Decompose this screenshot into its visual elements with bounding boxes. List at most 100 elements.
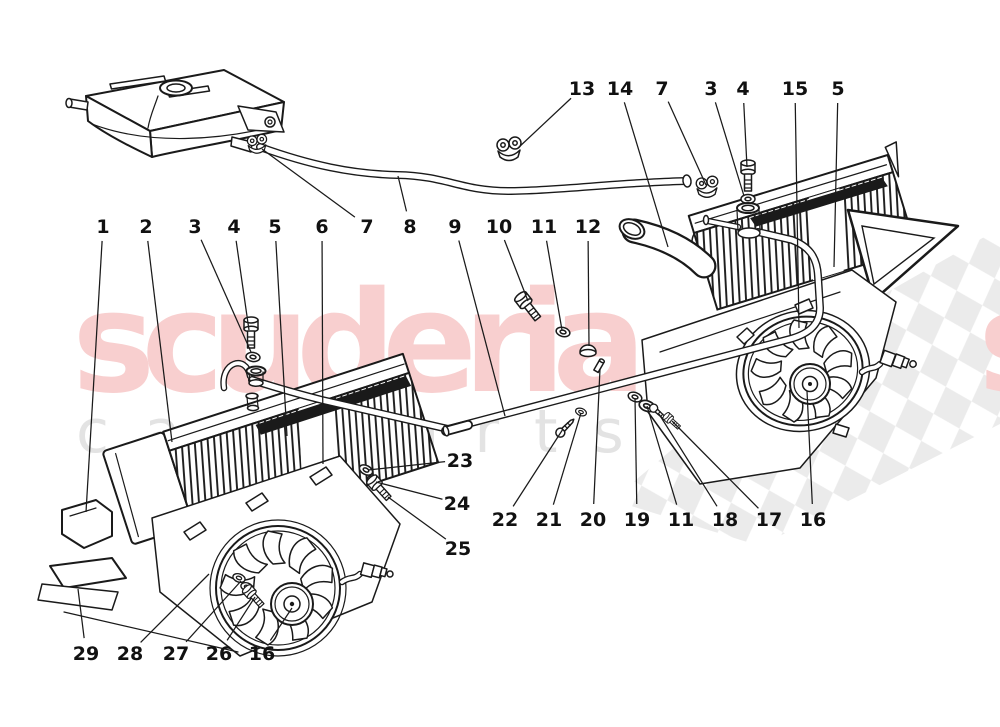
leader-line — [200, 239, 252, 353]
leader-line — [275, 240, 288, 437]
tank-side-face — [85, 95, 153, 158]
leader-line — [552, 412, 582, 505]
callout-3: 3 — [704, 78, 717, 100]
callout-11: 11 — [531, 216, 557, 238]
fan-mount-tab — [736, 327, 755, 345]
hose-end — [682, 174, 692, 188]
left-electro-fan — [209, 519, 347, 657]
filler-neck-base — [737, 227, 761, 239]
leader-line — [587, 240, 590, 347]
leader-line — [517, 97, 572, 149]
thermo-switch-left — [338, 562, 394, 586]
callout-9: 9 — [448, 216, 461, 238]
leader-line — [634, 397, 638, 505]
callout-7: 7 — [360, 216, 373, 238]
callout-17: 17 — [756, 509, 782, 531]
pipe-core — [249, 229, 823, 432]
bracket-plate — [37, 583, 119, 611]
callout-25: 25 — [445, 538, 471, 560]
leader-line — [512, 428, 564, 507]
callout-10: 10 — [486, 216, 512, 238]
callout-2: 2 — [139, 216, 152, 238]
fan-rim-inner — [747, 320, 859, 422]
leader-line — [646, 405, 678, 505]
leader-line — [261, 148, 356, 218]
callout-23: 23 — [447, 450, 473, 472]
left-filler-cap-inner — [250, 368, 262, 374]
hose-core — [257, 144, 689, 194]
leader-line — [714, 102, 745, 197]
branch-end — [702, 214, 710, 226]
leader-line — [667, 101, 707, 186]
callout-15: 15 — [782, 78, 808, 100]
right-filler-assembly — [702, 159, 761, 239]
callout-29: 29 — [73, 643, 99, 665]
callout-7: 7 — [655, 78, 668, 100]
shroud-tab — [309, 466, 333, 486]
tank-nipple-end — [65, 97, 73, 109]
fan-hub-dot — [289, 601, 295, 607]
fan-hub-ring — [274, 586, 310, 622]
leader-line — [185, 580, 242, 643]
switch-wire — [860, 362, 882, 374]
leader-line — [387, 496, 447, 540]
callout-13: 13 — [569, 78, 595, 100]
fan-mount-tab — [832, 423, 850, 438]
filler-neck — [736, 209, 761, 232]
overflow-hose — [256, 143, 692, 196]
callout-1: 1 — [96, 216, 109, 238]
left-filler-neck — [248, 371, 264, 383]
switch-tip — [909, 360, 917, 368]
thermo-switch-right — [858, 349, 917, 376]
tank-bracket-hole — [264, 116, 276, 128]
leader-line — [623, 102, 669, 248]
callout-4: 4 — [227, 216, 240, 238]
callout-5: 5 — [831, 78, 844, 100]
tank-cap-inner — [166, 83, 186, 93]
bolt-4b — [740, 159, 756, 192]
leader-line — [140, 573, 210, 643]
callout-16: 16 — [800, 509, 826, 531]
leader-line — [593, 368, 601, 505]
radiator-inlet-hose — [618, 218, 717, 279]
hose-clamp-13 — [496, 136, 522, 162]
grommet-12 — [579, 344, 597, 358]
leader-line — [545, 240, 563, 331]
fan-hub-ring — [793, 367, 827, 401]
leader-lines — [77, 97, 839, 643]
leader-line — [375, 481, 443, 500]
top-tank-line — [694, 164, 888, 224]
callout-18: 18 — [712, 509, 738, 531]
radiator-bracket-lower — [49, 557, 127, 589]
tank-inner-tube — [147, 95, 159, 129]
watermark-brand-partial: scuderia — [978, 262, 1000, 425]
radiator-bracket-upper — [61, 499, 113, 549]
callout-16: 16 — [249, 643, 275, 665]
leader-line — [397, 175, 408, 212]
core-top-channel — [750, 177, 888, 227]
tank-slot — [109, 75, 167, 90]
leader-line — [833, 102, 839, 268]
pin-20 — [593, 358, 606, 374]
switch-thread — [900, 356, 910, 369]
fasteners — [231, 289, 683, 610]
fan-mount-tab — [794, 298, 814, 315]
leader-line — [77, 588, 85, 639]
callout-11: 11 — [668, 509, 694, 531]
leader-line — [147, 240, 173, 443]
callout-6: 6 — [315, 216, 328, 238]
switch-wire — [340, 572, 362, 584]
leader-line — [269, 607, 293, 641]
mounting-brackets — [37, 499, 239, 653]
tank-outlet — [230, 136, 253, 153]
leader-line — [658, 413, 718, 507]
end-tank-line — [115, 452, 139, 538]
fan-hub-dot — [808, 382, 812, 386]
shroud-tab — [183, 521, 207, 541]
left-filler-base — [248, 379, 264, 387]
fan-shroud-ring — [209, 519, 347, 657]
side-bracket-blade-inner — [861, 225, 936, 286]
callout-3: 3 — [188, 216, 201, 238]
